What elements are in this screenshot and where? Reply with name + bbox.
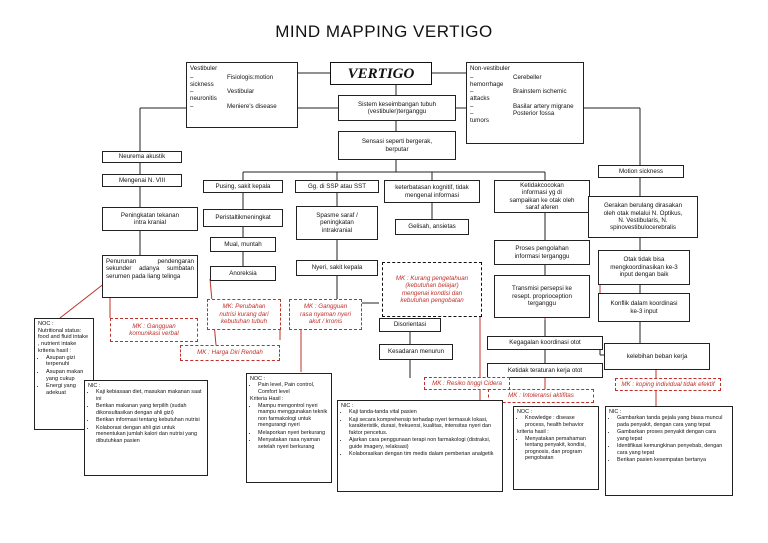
noc-nyeri-list: Pain level, Pain control, Comfort level [250, 382, 328, 395]
node-ketidakcocokan: Ketidakcocokan informasi yg di sampaikan… [494, 180, 590, 213]
page-title: MIND MAPPING VERTIGO [275, 22, 493, 41]
diagnosis-kurang-pengetahuan: MK : Kurang pengetahuan (kebutuhan belaj… [382, 262, 482, 317]
noc-nutrisi-heading: NOC : [38, 321, 54, 327]
non-vestibuler-right-column: Cerebeller Brainstem ischemic Basilar ar… [513, 74, 574, 117]
node-spasme-saraf: Spasme saraf / peningkatan intrakranial [296, 206, 378, 240]
diagnosis-resiko-cidera: MK : Resiko tinggi Cidera [424, 377, 510, 390]
node-gerakan-berulang: Gerakan berulang dirasakan oleh otak mel… [588, 196, 698, 238]
diagnosis-koping-individual: MK : koping individual tidak efektif [615, 378, 721, 391]
list-item: Menyatakan pemahaman tentang penyakit, k… [525, 436, 595, 462]
central-node: VERTIGO [330, 62, 432, 85]
noc-pengetahuan-heading: NOC : [517, 409, 532, 415]
list-item: Kolaborasi dengan ahli gizi untuk menent… [96, 425, 204, 444]
list-item: Asupan makan yang cukup [46, 369, 90, 382]
noc-pengetahuan-list: Knowledge : disease process, health beha… [517, 415, 595, 428]
diagnosis-nutrisi: MK: Perubahan nutrisi kurang dari kebutu… [207, 299, 281, 330]
node-sistem-keseimbangan: Sistem keseimbangan tubuh (vestibuler)te… [338, 95, 456, 121]
noc-nyeri-subheading: Kriteria Hasil : [250, 396, 284, 403]
vestibuler-left-column: – sickness – neuronitis – [190, 74, 217, 110]
node-otak-tidak-bisa: Otak tidak bisa mengkoordinasikan ke-3 i… [598, 250, 690, 285]
vestibuler-box: Vestibuler – sickness – neuronitis – Fis… [186, 62, 298, 128]
node-pusing: Pusing, sakit kepala [203, 180, 283, 193]
non-vestibuler-box: Non-vestibuler – hemorrhage – attacks – … [466, 62, 584, 144]
list-item: Identifikasi kemungkinan penyebab, denga… [617, 443, 729, 456]
list-item: Berikan pasien kesempatan bertanya [617, 457, 729, 463]
node-kesadaran-menurun: Kesadaran menurun [379, 344, 453, 360]
list-item: Kaji kebiasaan diet, masukan makanan saa… [96, 389, 204, 402]
list-item: Gambarkan tanda gejala yang biasa muncul… [617, 415, 729, 428]
list-item: Melaporkan nyeri berkurang [258, 430, 328, 436]
vestibuler-heading: Vestibuler [190, 65, 218, 72]
list-item: Energi yang adekuat [46, 383, 90, 396]
nic-nyeri-heading: NIC : [341, 403, 354, 409]
list-item: Berikan informasi tentang kebutuhan nutr… [96, 417, 204, 423]
list-item: Knowledge : disease process, health beha… [525, 415, 595, 428]
node-kelebihan-beban: kelebihan beban kerja [604, 343, 710, 370]
node-penurunan-pendengaran: Penurunan pendengaran sekunder adanya su… [102, 255, 198, 298]
nic-nyeri-box: NIC : Kaji tanda-tanda vital pasien Kaji… [337, 400, 503, 492]
list-item: Mampu mengontrol nyeri mampu menggunakan… [258, 403, 328, 429]
list-item: Kaji secara komprehensip terhadap nyeri … [349, 417, 499, 436]
node-disorientasi: Disorientasi [379, 318, 441, 332]
noc-nutrisi-criteria: Asupan gizi terpenuhi Asupan makan yang … [38, 355, 90, 397]
list-item: Ajarkan cara penggunaan terapi non farma… [349, 437, 499, 450]
diagnosis-harga-diri: MK : Harga Diri Rendah [180, 345, 280, 361]
diagnosis-komunikasi-verbal: MK : Gangguan komunikasi verbal [110, 318, 198, 342]
node-transmisi-persepsi: Transmisi persepsi ke resept. propriocep… [494, 275, 590, 318]
list-item: Berikan makanan yang terpilih (sudah dik… [96, 403, 204, 416]
noc-pengetahuan-box: NOC : Knowledge : disease process, healt… [513, 406, 599, 490]
noc-pengetahuan-subheading: kriteria hasil : [517, 429, 549, 436]
diagnosis-intoleransi-aktifitas: MK : Intoleransi aktifitas [488, 389, 594, 403]
central-node-label: VERTIGO [347, 65, 415, 82]
noc-nyeri-heading: NOC : [250, 376, 265, 382]
noc-pengetahuan-criteria: Menyatakan pemahaman tentang penyakit, k… [517, 436, 595, 462]
node-keterbatasan-kognitif: keterbatasan kognitif, tidak mengenal in… [384, 180, 480, 203]
nic-pengetahuan-heading: NIC : [609, 409, 622, 415]
node-neurema-akustik: Neurema akustik [102, 151, 182, 163]
node-mual-muntah: Mual, muntah [210, 237, 276, 252]
noc-nutrisi-body: Nutritional status: food and fluid intak… [38, 327, 89, 354]
node-nyeri-sakit-kepala: Nyeri, sakit kepala [296, 260, 378, 276]
list-item: Gambarkan proses penyakit dengan cara ya… [617, 429, 729, 442]
non-vestibuler-heading: Non-vestibuler [470, 65, 510, 72]
list-item: Pain level, Pain control, Comfort level [258, 382, 328, 395]
node-anoreksia: Anoreksia [210, 266, 276, 281]
nic-nutrisi-box: NIC : Kaji kebiasaan diet, masukan makan… [84, 380, 208, 476]
node-peristaltik: Peristaltikmeningkat [203, 209, 283, 227]
node-motion-sickness: Motion sickness [598, 165, 684, 178]
node-proses-pengolahan: Proses pengolahan informasi terganggu [494, 240, 590, 265]
list-item: Kolaborasikan dengan tim medis dalam pem… [349, 451, 499, 457]
non-vestibuler-left-column: – hemorrhage – attacks – – tumors [470, 74, 504, 124]
node-konflik-koordinasi: Konflik dalam koordinasi ke-3 input [598, 293, 690, 322]
node-mengenai-n-viii: Mengenai N. VIII [102, 174, 182, 187]
nic-nyeri-list: Kaji tanda-tanda vital pasien Kaji secar… [341, 409, 499, 457]
list-item: Menyatakan rasa nyaman setelah nyeri ber… [258, 437, 328, 450]
node-sensasi: Sensasi seperti bergerak, berputar [338, 131, 456, 160]
node-ketidak-teraturan: Ketidak teraturan kerja otot [487, 363, 603, 378]
vestibuler-right-column: Fisiologis:motion Vestibular Meniere's d… [227, 74, 277, 110]
node-gelisah: Gelisah, ansietas [395, 219, 469, 235]
node-peningkatan-tekanan: Peningkatan tekanan intra kranial [102, 207, 198, 231]
noc-nyeri-criteria: Mampu mengontrol nyeri mampu menggunakan… [250, 403, 328, 450]
diagnosis-rasa-nyaman: MK : Gangguan rasa nyaman nyeri akut / k… [289, 299, 362, 330]
nic-nutrisi-list: Kaji kebiasaan diet, masukan makanan saa… [88, 389, 204, 444]
nic-pengetahuan-box: NIC : Gambarkan tanda gejala yang biasa … [605, 406, 733, 496]
nic-nutrisi-heading: NIC : [88, 383, 101, 389]
list-item: Asupan gizi terpenuhi [46, 355, 90, 368]
list-item: Kaji tanda-tanda vital pasien [349, 409, 499, 415]
node-gg-ssp: Gg. di SSP atau SST [295, 180, 379, 193]
node-kegagalan-koordinasi: Kegagalan koordinasi otot [487, 336, 603, 350]
nic-pengetahuan-list: Gambarkan tanda gejala yang biasa muncul… [609, 415, 729, 463]
noc-nyeri-box: NOC : Pain level, Pain control, Comfort … [246, 373, 332, 483]
